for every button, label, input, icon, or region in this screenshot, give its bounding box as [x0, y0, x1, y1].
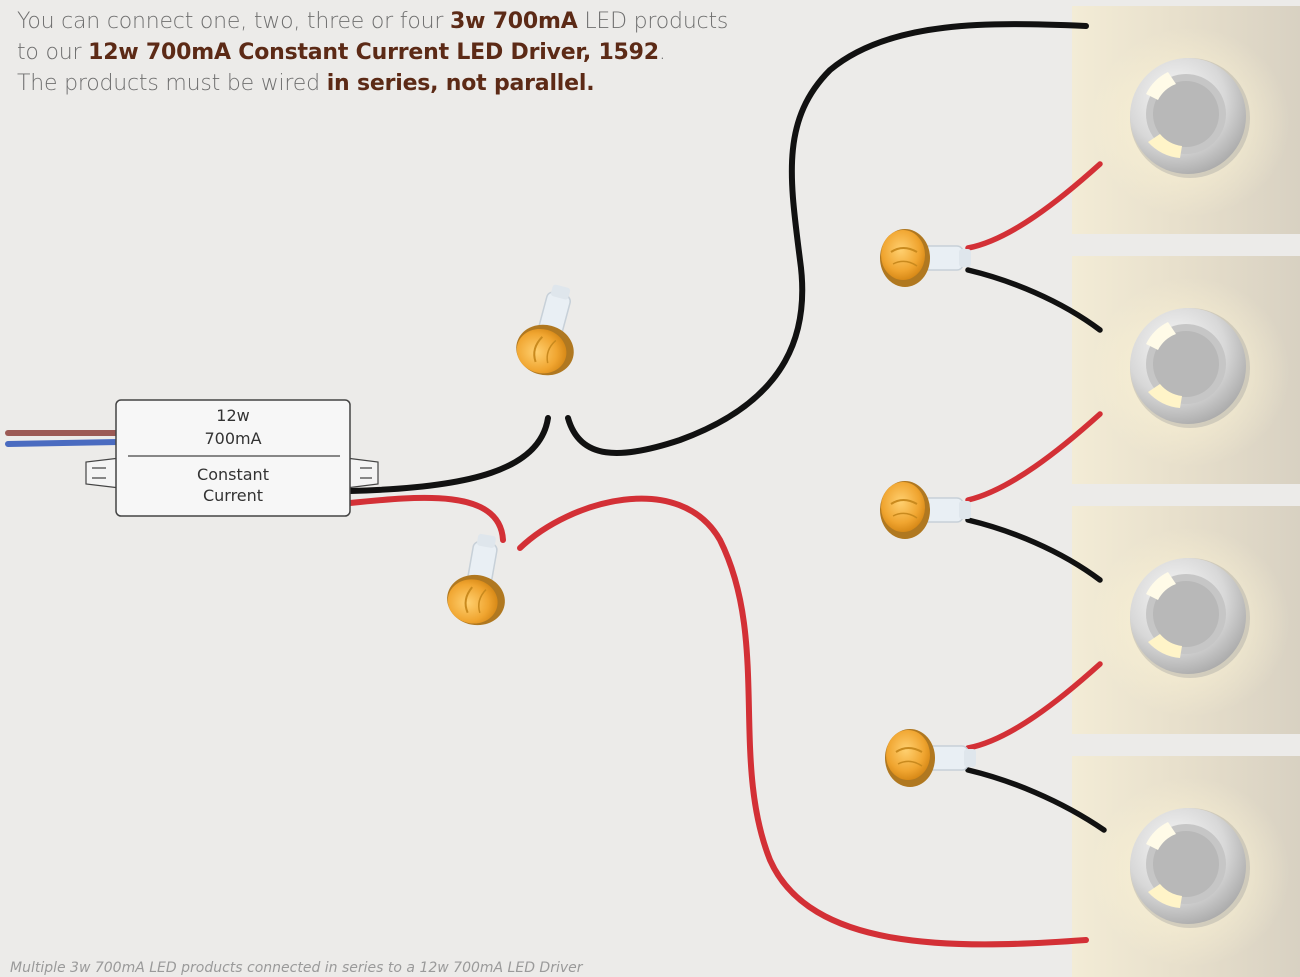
intro-text: You can connect one, two, three or four …	[17, 6, 728, 99]
black-wire	[965, 517, 1103, 583]
intro-highlight-series: in series, not parallel.	[326, 71, 595, 96]
wall-led-light-icon	[1072, 506, 1300, 734]
intro-line-2: to our 12w 700mA Constant Current LED Dr…	[17, 37, 728, 68]
wire-connector-icon	[509, 277, 592, 383]
wall-led-light-icon	[1072, 6, 1300, 234]
intro-text-fragment: You can connect one, two, three or four	[17, 9, 450, 34]
diagram-caption: Multiple 3w 700mA LED products connected…	[10, 960, 583, 976]
black-wire	[347, 415, 551, 494]
led-driver-icon	[85, 399, 379, 517]
driver-type-line2: Current	[202, 486, 264, 505]
driver-current-label: 700mA	[204, 429, 262, 448]
intro-text-fragment: The products must be wired	[17, 71, 327, 96]
red-wire	[965, 161, 1103, 251]
intro-line-1: You can connect one, two, three or four …	[17, 6, 728, 37]
wire-connector-icon	[884, 728, 977, 788]
driver-power-label: 12w	[216, 406, 250, 425]
intro-highlight-driver: 12w 700mA Constant Current LED Driver, 1…	[88, 40, 659, 65]
black-wire	[565, 21, 1089, 456]
black-wire	[965, 267, 1103, 333]
red-wire	[517, 495, 1089, 948]
wall-led-light-icon	[1072, 256, 1300, 484]
intro-line-3: The products must be wired in series, no…	[17, 68, 728, 99]
intro-text-fragment: to our	[17, 40, 89, 65]
intro-highlight-product: 3w 700mA	[450, 9, 578, 34]
driver-type-line1: Constant	[197, 465, 269, 484]
wall-led-light-icon	[1072, 756, 1300, 977]
intro-text-fragment: LED products	[577, 9, 729, 34]
red-wire	[965, 411, 1103, 503]
wire-connector-icon	[879, 480, 972, 540]
red-wire	[965, 661, 1103, 751]
black-wire	[965, 767, 1107, 833]
wire-connector-icon	[879, 228, 972, 288]
wire-connector-icon	[442, 528, 518, 631]
input-wire-blue	[5, 439, 121, 447]
red-wire	[347, 494, 506, 543]
intro-text-fragment: .	[658, 40, 666, 65]
